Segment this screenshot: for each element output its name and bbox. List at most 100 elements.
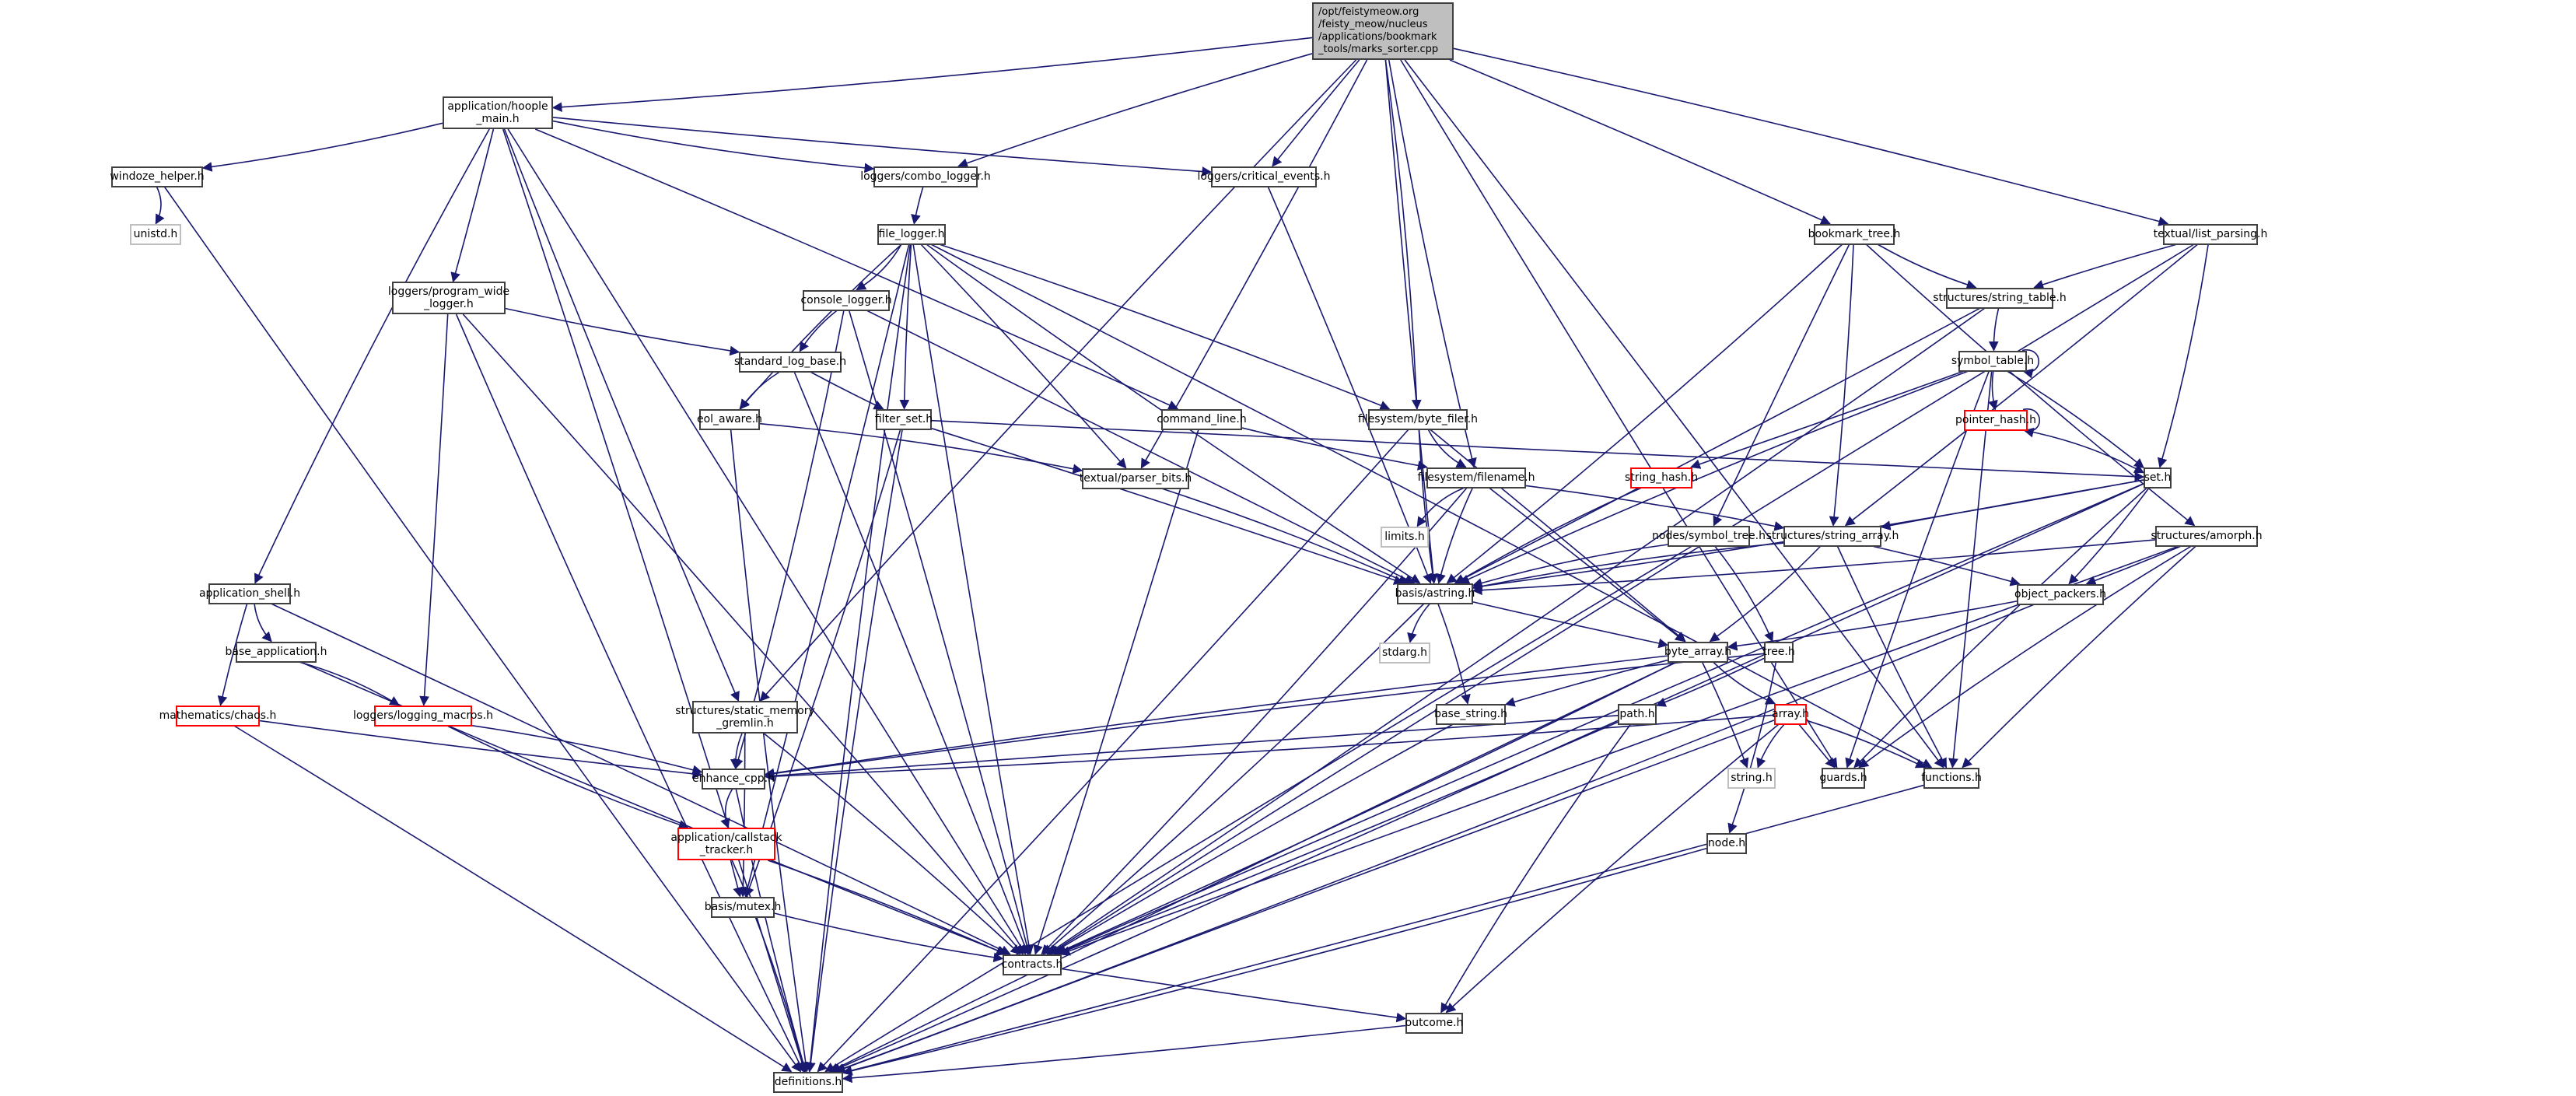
node-eol-aware[interactable]: eol_aware.h — [697, 408, 762, 430]
node-standard-log-base[interactable]: standard_log_base.h — [734, 351, 846, 373]
node-array[interactable]: array.h — [1772, 703, 1809, 725]
node-base-application[interactable]: base_application.h — [226, 641, 327, 663]
node-string-hash[interactable]: string_hash.h — [1625, 467, 1698, 488]
edge-standard-log-base-to-eol-aware — [740, 371, 780, 410]
edge-tree-to-path — [1655, 657, 1765, 707]
node-string-array[interactable]: structures/string_array.h — [1766, 525, 1899, 547]
node-node[interactable]: node.h — [1706, 832, 1747, 854]
edge-contracts-to-outcome — [1061, 968, 1407, 1023]
node-outcome[interactable]: outcome.h — [1405, 1012, 1463, 1034]
node-mutex[interactable]: basis/mutex.h — [705, 896, 781, 918]
node-command-line[interactable]: command_line.h — [1157, 408, 1247, 430]
edge-byte-array-to-base-string — [1504, 659, 1668, 707]
edge-symbol-tree-to-definitions — [824, 545, 1692, 1073]
node-tree[interactable]: tree.h — [1762, 641, 1795, 663]
edge-array-to-outcome — [1445, 723, 1779, 1014]
edge-enhance-cpp-to-definitions — [735, 789, 808, 1073]
edge-chaos-to-enhance-cpp — [259, 720, 703, 779]
node-root[interactable]: /opt/feistymeow.org /feisty_meow/nucleus… — [1312, 2, 1454, 60]
node-limits[interactable]: limits.h — [1381, 526, 1429, 548]
edge-set-to-contracts — [1055, 483, 2144, 955]
edge-hoople-main-to-static-memory-gremlin — [503, 128, 740, 702]
node-symbol-tree[interactable]: nodes/symbol_tree.h — [1652, 525, 1766, 547]
node-application-shell[interactable]: application_shell.h — [199, 583, 300, 604]
edge-string-array-to-object-packers — [1873, 545, 2021, 587]
edge-byte-array-to-contracts — [1053, 661, 1676, 955]
edge-program-wide-logger-to-contracts — [462, 313, 1024, 955]
edge-command-line-to-filename — [1241, 427, 1428, 471]
edge-program-wide-logger-to-standard-log-base — [505, 307, 740, 356]
edge-amorph-to-contracts — [1059, 545, 2179, 956]
edge-console-logger-to-standard-log-base — [799, 310, 838, 352]
node-guards[interactable]: guards.h — [1819, 767, 1867, 789]
edge-symbol-tree-to-tree — [1714, 545, 1774, 643]
edge-root-to-hoople-main — [551, 37, 1313, 113]
edge-hoople-main-to-critical-events — [552, 117, 1213, 177]
node-bookmark-tree[interactable]: bookmark_tree.h — [1808, 223, 1900, 245]
node-hoople-main[interactable]: application/hoople _main.h — [443, 96, 553, 129]
edge-object-packers-to-definitions — [834, 604, 2034, 1073]
node-logging-macros[interactable]: loggers/logging_macros.h — [353, 705, 493, 727]
node-filter-set[interactable]: filter_set.h — [875, 408, 933, 430]
edge-byte-filer-to-astring — [1418, 429, 1438, 584]
node-byte-array[interactable]: byte_array.h — [1664, 641, 1731, 663]
node-program-wide-logger[interactable]: loggers/program_wide _logger.h — [388, 282, 509, 314]
edge-windoze-helper-to-definitions — [164, 187, 802, 1073]
node-functions[interactable]: functions.h — [1921, 767, 1982, 789]
node-combo-logger[interactable]: loggers/combo_logger.h — [860, 166, 991, 187]
node-set[interactable]: set.h — [2144, 467, 2172, 488]
edge-symbol-table-to-pointer-hash — [1988, 371, 1998, 411]
edge-command-line-to-contracts — [1033, 429, 1199, 955]
node-critical-events[interactable]: loggers/critical_events.h — [1198, 166, 1331, 187]
edge-base-application-to-logging-macros — [299, 661, 400, 706]
edge-set-to-object-packers — [2068, 488, 2150, 585]
edge-node-to-definitions — [842, 847, 1707, 1076]
edge-astring-to-stdarg — [1407, 603, 1430, 643]
edge-bookmark-tree-to-symbol-tree — [1713, 244, 1850, 527]
node-base-string[interactable]: base_string.h — [1434, 703, 1507, 725]
node-stdarg[interactable]: stdarg.h — [1379, 642, 1430, 664]
node-path[interactable]: path.h — [1618, 703, 1657, 725]
edge-root-to-guards — [1400, 59, 1838, 769]
node-symbol-table[interactable]: symbol_table.h — [1951, 350, 2034, 372]
node-definitions[interactable]: definitions.h — [773, 1071, 843, 1093]
edge-file-logger-to-eol-aware — [739, 243, 902, 410]
node-string-h[interactable]: string.h — [1727, 767, 1776, 789]
edge-array-to-functions — [1806, 720, 1927, 769]
node-object-packers[interactable]: object_packers.h — [2014, 583, 2106, 605]
node-console-logger[interactable]: console_logger.h — [800, 289, 892, 311]
edge-logging-macros-to-enhance-cpp — [471, 724, 703, 775]
edge-file-logger-to-functions — [931, 243, 1933, 769]
node-file-logger[interactable]: file_logger.h — [877, 223, 946, 245]
edge-byte-array-to-definitions — [828, 661, 1677, 1073]
node-windoze-helper[interactable]: windoze_helper.h — [110, 166, 205, 187]
node-astring[interactable]: basis/astring.h — [1395, 583, 1475, 604]
edge-mutex-to-contracts — [774, 912, 1004, 963]
edge-root-to-static-memory-gremlin — [759, 59, 1357, 702]
edge-hoople-main-to-contracts — [507, 128, 1027, 955]
edge-array-to-guards — [1798, 723, 1836, 769]
node-static-memory-gremlin[interactable]: structures/static_memory _gremlin.h — [675, 701, 815, 734]
edge-application-shell-to-contracts — [271, 603, 1011, 955]
node-filename[interactable]: filesystem/filename.h — [1418, 467, 1535, 488]
node-amorph[interactable]: structures/amorph.h — [2151, 525, 2263, 547]
node-list-parsing[interactable]: textual/list_parsing.h — [2154, 223, 2267, 245]
node-parser-bits[interactable]: textual/parser_bits.h — [1080, 467, 1192, 489]
node-byte-filer[interactable]: filesystem/byte_filer.h — [1358, 408, 1478, 430]
edge-amorph-to-object-packers — [2085, 545, 2181, 586]
node-string-table[interactable]: structures/string_table.h — [1933, 287, 2067, 309]
edge-amorph-to-guards — [1858, 545, 2192, 769]
node-pointer-hash[interactable]: pointer_hash.h — [1955, 409, 2036, 431]
node-contracts[interactable]: contracts.h — [1002, 954, 1062, 975]
node-enhance-cpp[interactable]: enhance_cpp.h — [692, 768, 775, 790]
edge-callstack-tracker-to-contracts — [767, 860, 1006, 955]
edge-path-to-contracts — [1056, 721, 1619, 956]
edge-tree-to-enhance-cpp — [764, 653, 1765, 779]
node-callstack-tracker[interactable]: application/callstack _tracker.h — [670, 828, 782, 860]
edge-filename-to-astring — [1436, 488, 1473, 584]
node-unistd[interactable]: unistd.h — [130, 223, 181, 245]
edge-hoople-main-to-application-shell — [254, 128, 490, 584]
node-chaos[interactable]: mathematics/chaos.h — [159, 705, 276, 727]
edge-tree-to-node — [1727, 662, 1777, 834]
